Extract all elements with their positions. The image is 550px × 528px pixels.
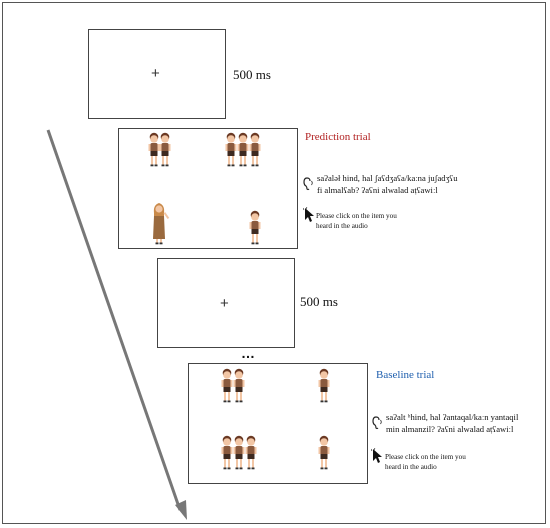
baseline-figures xyxy=(221,368,330,470)
prediction-audio-transcript: saʔaləł hind, hal ʃaʕdʒaʕa/kaːna juʃadʒʕ… xyxy=(317,172,467,196)
fixation-duration-1: 500 ms xyxy=(233,67,271,82)
boy-figure xyxy=(318,435,330,470)
fixation-screen-1: + xyxy=(88,29,226,119)
boy-figure xyxy=(237,132,249,167)
fixation-duration-2: 500 ms xyxy=(300,294,338,309)
boy-figure xyxy=(233,435,245,470)
baseline-trial-screen xyxy=(188,363,368,484)
prediction-trial-screen xyxy=(118,128,298,249)
boy-figure xyxy=(318,368,330,403)
ear-icon xyxy=(372,416,382,430)
baseline-trial-label: Baseline trial xyxy=(376,369,435,381)
prediction-audio-line-1: saʔaləł hind, hal ʃaʕdʒaʕa/kaːna juʃadʒʕ… xyxy=(317,173,458,183)
diagram-border xyxy=(2,2,546,524)
prediction-instruction-line-2: heard in the audio xyxy=(316,222,368,230)
fixation-cross: + xyxy=(220,295,229,312)
baseline-instruction-line-1: Please click on the item you xyxy=(385,453,466,461)
prediction-instruction: Please click on the item you heard in th… xyxy=(316,211,426,231)
baseline-audio-line-2: min almanzil? ʔaʕni alwalad aṭʕawiːl xyxy=(386,424,514,434)
boy-figure xyxy=(249,132,261,167)
girl-figure xyxy=(153,203,170,245)
boy-figure xyxy=(233,368,245,403)
prediction-instruction-line-1: Please click on the item you xyxy=(316,212,397,220)
prediction-audio-line-2: fi almalʕab? ʔaʕni alwalad aṭʕawiːl xyxy=(317,185,438,195)
mouse-cursor-icon xyxy=(303,207,314,222)
ear-icon xyxy=(303,177,313,191)
boy-figure xyxy=(225,132,237,167)
boy-figure xyxy=(245,435,257,470)
fixation-cross: + xyxy=(151,65,160,82)
baseline-audio-transcript: saʔalt ʰhind, hal ʔantaqal/kaːn yantaqil… xyxy=(386,411,536,435)
ellipsis: … xyxy=(241,345,256,361)
boy-figure xyxy=(221,435,233,470)
fixation-screen-2: + xyxy=(157,258,295,348)
boy-figure xyxy=(148,132,160,167)
boy-figure xyxy=(249,210,261,245)
baseline-instruction-line-2: heard in the audio xyxy=(385,463,437,471)
mouse-cursor-icon xyxy=(371,448,382,463)
boy-figure xyxy=(159,132,171,167)
baseline-instruction: Please click on the item you heard in th… xyxy=(385,452,495,472)
prediction-trial-label: Prediction trial xyxy=(305,131,371,143)
boy-figure xyxy=(221,368,233,403)
baseline-audio-line-1: saʔalt ʰhind, hal ʔantaqal/kaːn yantaqil xyxy=(386,412,519,422)
prediction-figures xyxy=(148,132,261,245)
